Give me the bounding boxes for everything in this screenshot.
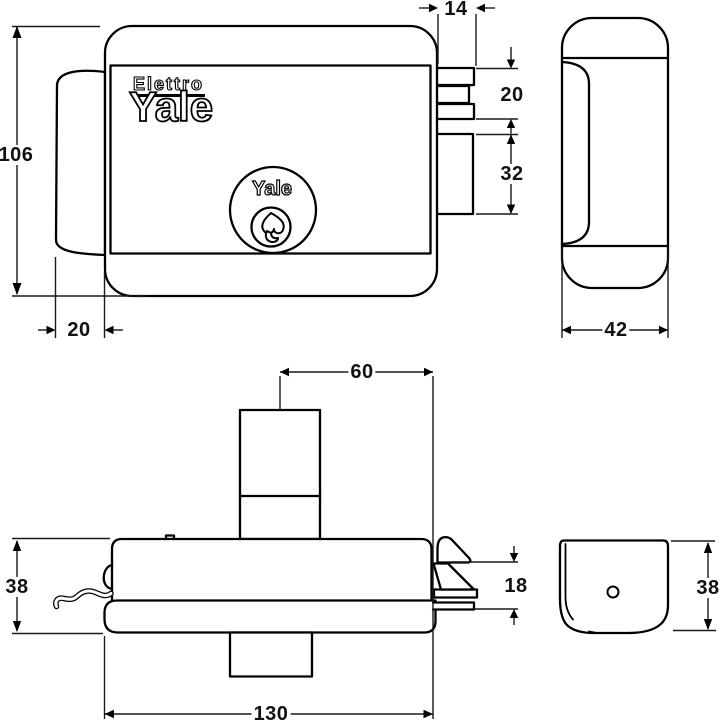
strike-box-inner-edge xyxy=(564,543,574,621)
yale-wordmark: Yale xyxy=(128,83,214,130)
dim-bolt-lower-height xyxy=(476,133,518,215)
strike-box-notch xyxy=(588,630,598,634)
dim-front-left-offset xyxy=(38,257,123,338)
dim-label-side-depth: 42 xyxy=(602,319,630,341)
top-bolt-block xyxy=(228,631,314,678)
dim-label-bolt-upper-height: 20 xyxy=(498,84,526,106)
dim-label-body-depth-left: 38 xyxy=(3,576,31,598)
dim-label-strike-depth: 38 xyxy=(694,577,720,599)
latch-lower-flap xyxy=(432,562,476,591)
dim-label-front-height: 106 xyxy=(0,145,36,165)
front-bolt-bar-2 xyxy=(433,84,471,105)
dim-label-front-left-offset: 20 xyxy=(65,319,93,341)
cylinder-yale-wordmark: Yale xyxy=(251,178,293,200)
dim-label-latch-height: 18 xyxy=(502,575,530,597)
top-bolt-strip xyxy=(431,601,476,611)
cable-wire-inner xyxy=(54,589,113,608)
top-view xyxy=(53,408,479,678)
dim-latch-height xyxy=(452,546,519,625)
latch-plate xyxy=(432,588,479,599)
dim-bolt-projection xyxy=(419,3,495,66)
front-deadbolt-block xyxy=(433,132,475,216)
side-flange xyxy=(560,60,591,246)
top-body xyxy=(110,537,433,603)
latch-upper-flap xyxy=(436,536,472,564)
dim-bolt-upper-height xyxy=(476,47,518,134)
dim-label-body-width: 130 xyxy=(251,703,291,725)
screw-bump xyxy=(102,563,114,591)
dim-label-bolt-lower-height: 32 xyxy=(498,163,526,185)
front-bolt-bar-3 xyxy=(433,102,476,121)
side-view xyxy=(560,16,670,290)
dim-label-bolt-projection: 14 xyxy=(442,0,470,20)
top-body-tab xyxy=(164,534,176,541)
front-view xyxy=(54,24,476,298)
strike-box-view xyxy=(558,539,670,635)
strike-box-hole xyxy=(606,585,620,599)
elettro-wordmark: Elettro xyxy=(132,74,206,97)
front-left-lip xyxy=(54,69,107,257)
top-base-plate xyxy=(103,599,437,634)
keyhole-icon xyxy=(261,212,285,243)
top-cylinder-housing xyxy=(238,408,322,541)
dim-label-cylinder-to-edge: 60 xyxy=(348,361,376,383)
front-bolt-bar-1 xyxy=(433,66,476,87)
